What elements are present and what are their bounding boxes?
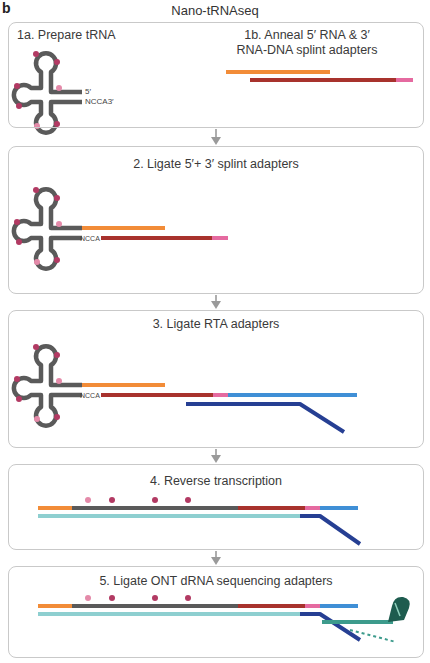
step-arrow [211, 129, 221, 145]
arrow-head [211, 557, 221, 565]
end-label: 5′ [85, 87, 91, 97]
end-label: NCCA3′ [85, 97, 114, 107]
step-title: 3. Ligate RTA adapters [9, 317, 423, 332]
step-title: 5. Ligate ONT dRNA sequencing adapters [9, 574, 423, 589]
step-panel: 1a. Prepare tRNA 1b. Anneal 5′ RNA & 3′ R… [8, 22, 424, 128]
arrow-line [215, 449, 217, 457]
arrow-head [211, 455, 221, 463]
step-panel: 2. Ligate 5′+ 3′ splint adapters [8, 146, 424, 294]
arrow-head [211, 301, 221, 309]
arrow-line [215, 129, 217, 139]
step-panel: 4. Reverse transcription [8, 464, 424, 550]
panel-letter: b [2, 0, 11, 16]
step-arrow [211, 551, 221, 565]
arrow-line [215, 295, 217, 303]
end-label: NCCA [80, 391, 100, 400]
arrow-line [215, 551, 217, 559]
step-title: 1b. Anneal 5′ RNA & 3′ RNA-DNA splint ad… [201, 28, 413, 58]
step-title: 2. Ligate 5′+ 3′ splint adapters [9, 157, 423, 172]
step-title: 4. Reverse transcription [9, 474, 423, 489]
step-panel: 3. Ligate RTA adapters [8, 310, 424, 448]
arrow-head [211, 137, 221, 145]
step-arrow [211, 295, 221, 309]
diagram-title: Nano-tRNAseq [0, 3, 430, 18]
step-panel: 5. Ligate ONT dRNA sequencing adapters [8, 566, 424, 658]
step-title: 1a. Prepare tRNA [17, 28, 187, 43]
end-label: NCCA [80, 234, 100, 243]
step-arrow [211, 449, 221, 463]
